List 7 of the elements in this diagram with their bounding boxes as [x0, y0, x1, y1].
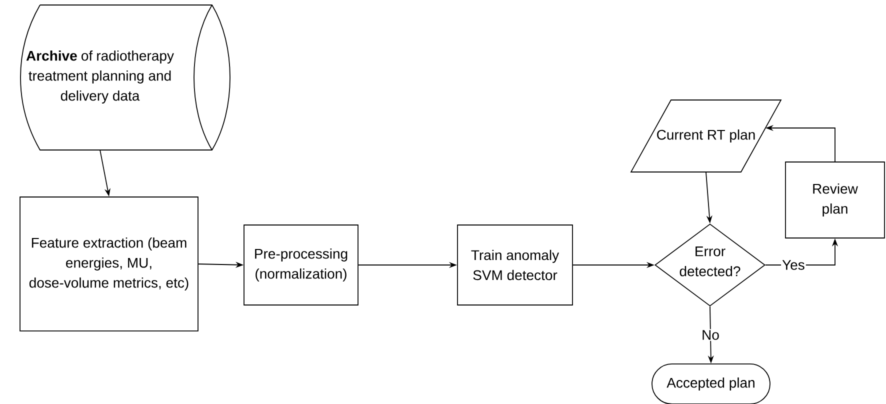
process-box: Feature extraction (beam energies, MU, dose-volume metrics, etc) — [20, 196, 198, 332]
process-box: Review plan — [785, 162, 885, 238]
archive-cylinder: Archive of radiotherapy treatment planning and delivery data — [20, 4, 230, 150]
edge-label: Yes — [781, 259, 806, 271]
process-box: Pre-processing (normalization) — [244, 224, 358, 306]
process-box: Train anomaly SVM detector — [457, 224, 573, 306]
edge-label: No — [700, 329, 720, 341]
